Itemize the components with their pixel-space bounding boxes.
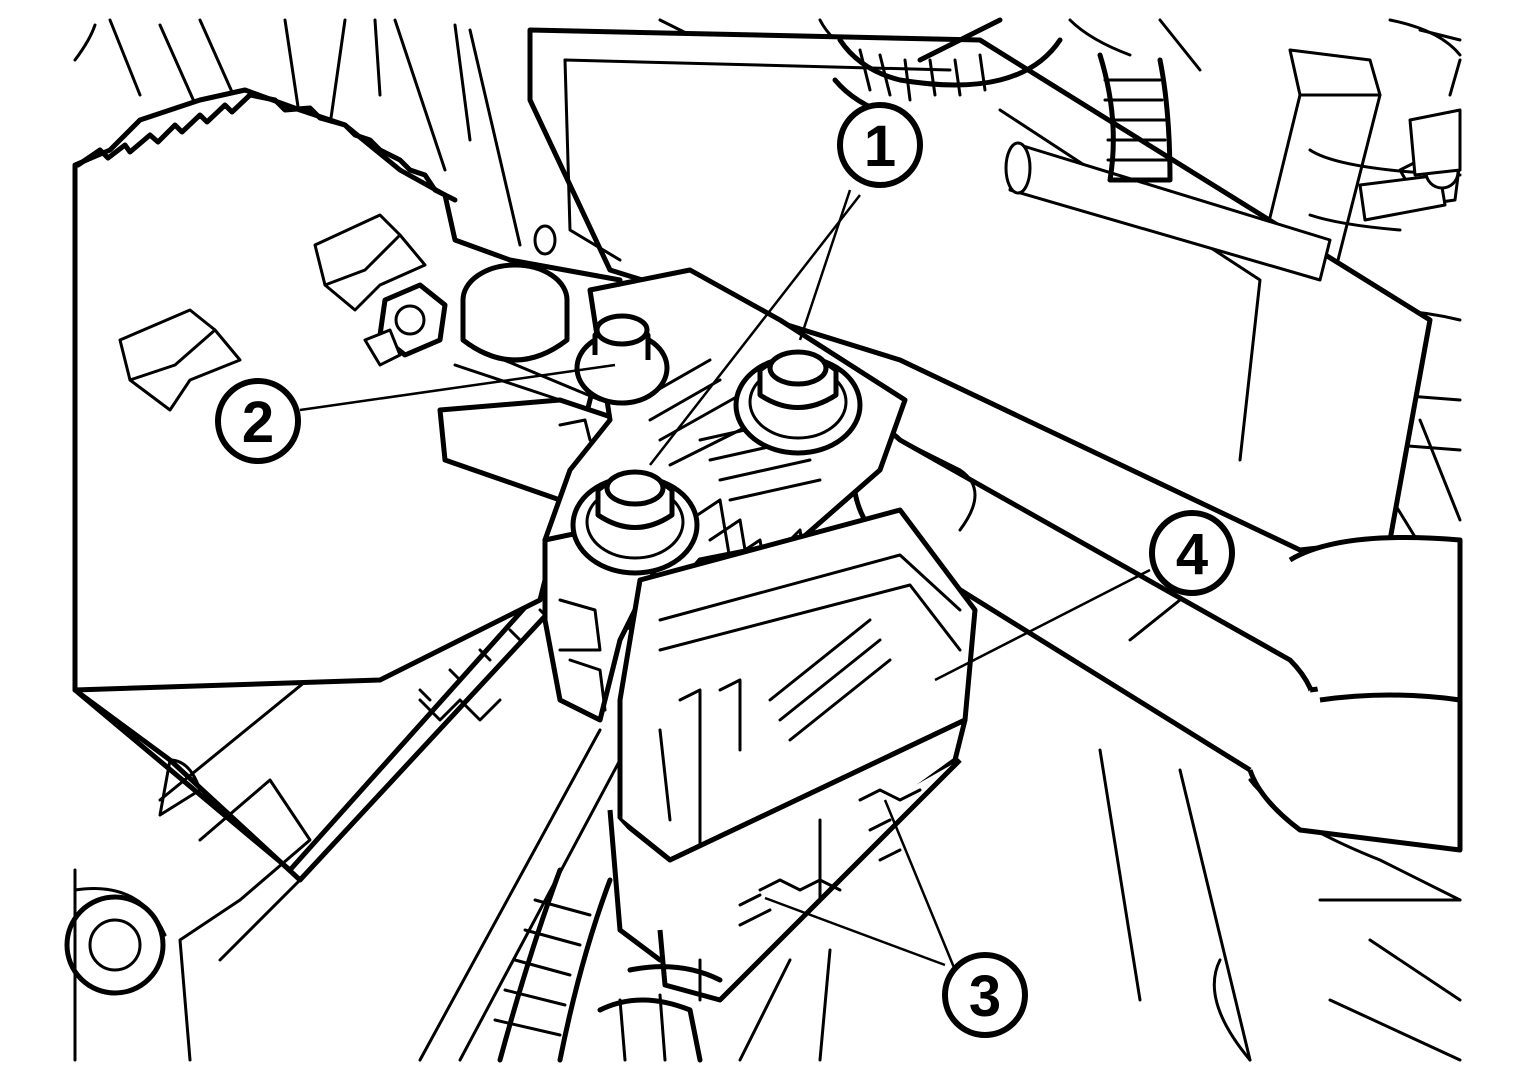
leader-lines <box>299 189 1151 971</box>
callout-1: 1 <box>837 102 923 188</box>
leader-1a <box>798 189 852 341</box>
leader-3b <box>764 896 946 967</box>
callout-2: 2 <box>215 378 301 464</box>
leader-1b <box>649 194 861 466</box>
callout-1-label: 1 <box>864 114 896 179</box>
terminal-nuts <box>570 313 863 576</box>
callout-2-label: 2 <box>242 390 274 455</box>
leader-3a <box>883 799 957 971</box>
leader-2 <box>299 363 616 412</box>
engine-bay-background <box>64 17 1463 1062</box>
fuse-box <box>493 507 978 1063</box>
callout-4-label: 4 <box>1176 522 1208 587</box>
leader-4 <box>934 568 1151 682</box>
callout-4: 4 <box>1149 510 1235 596</box>
callout-3: 3 <box>942 952 1028 1038</box>
callout-3-label: 3 <box>969 964 1001 1029</box>
